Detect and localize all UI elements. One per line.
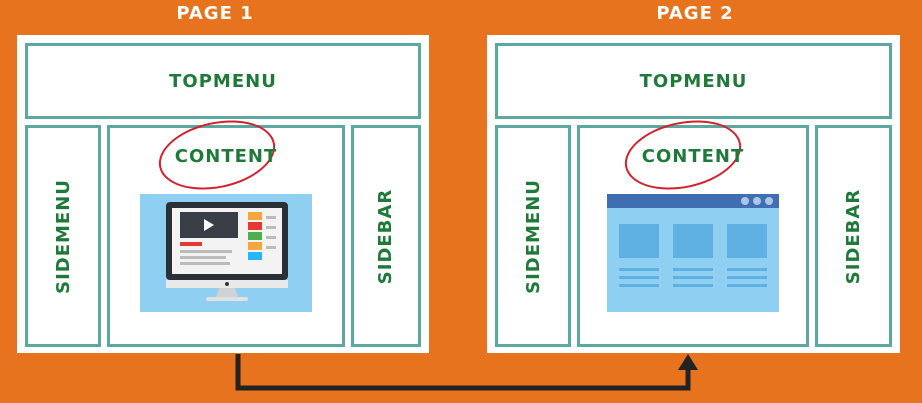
page-2-title: PAGE 2	[656, 3, 734, 24]
topmenu-label: TOPMENU	[639, 70, 748, 92]
content-label: CONTENT	[641, 146, 745, 167]
page-2-topmenu: TOPMENU	[495, 43, 892, 119]
page-1-title: PAGE 1	[176, 3, 254, 24]
browser-window-icon	[607, 194, 779, 312]
topmenu-label: TOPMENU	[169, 70, 277, 92]
page-2-sidebar: SIDEBAR	[815, 125, 892, 347]
arrow-head-icon	[678, 354, 698, 370]
page-2-diagram: TOPMENU SIDEMENU CONTENT SIDEBA	[487, 35, 900, 353]
page-1-sidebar: SIDEBAR	[351, 125, 421, 347]
page-1-diagram: TOPMENU SIDEMENU CONTENT	[17, 35, 429, 353]
page-1-content: CONTENT	[107, 110, 345, 347]
page-2-content: CONTENT	[577, 110, 809, 347]
content-label: CONTENT	[174, 146, 278, 167]
page-2-sidemenu: SIDEMENU	[495, 125, 571, 347]
page-1-sidemenu: SIDEMENU	[25, 125, 101, 347]
monitor-video-icon	[140, 194, 312, 312]
page-1-topmenu: TOPMENU	[25, 43, 421, 119]
